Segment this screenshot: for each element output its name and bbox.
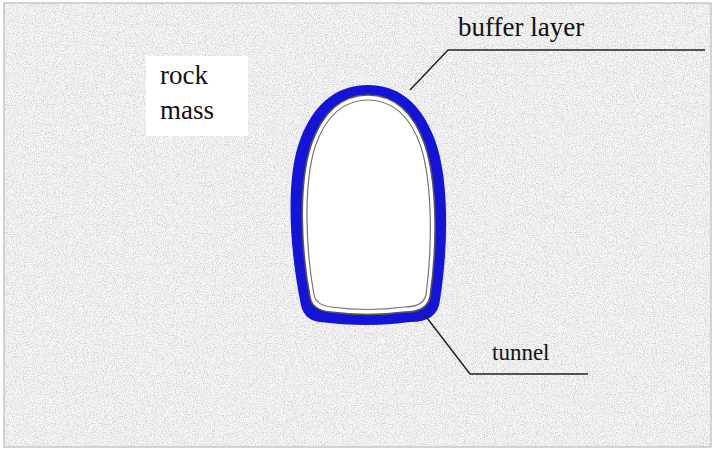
rock-ground [4,3,711,447]
buffer-layer [291,85,447,325]
leader-line [410,50,705,90]
part-label: tunnel [492,338,550,368]
tunnel-lining-outer [302,95,435,315]
part-label: buffer layer [458,10,584,45]
region-label: rock mass [160,58,244,128]
rock-texture [4,3,711,447]
leader-line [424,314,588,374]
tunnel-lining-inner [307,100,430,310]
label-patch [146,56,248,136]
